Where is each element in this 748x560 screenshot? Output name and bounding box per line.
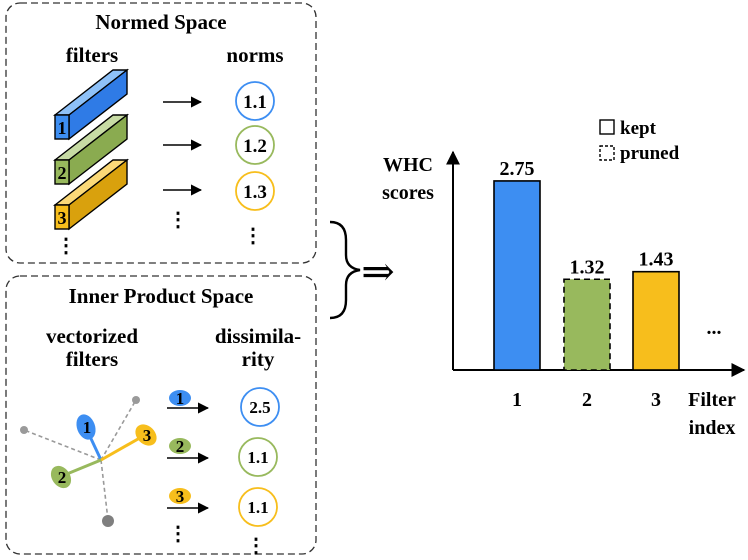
chart-bars: 2.75 1 1.32 2 1.43 3: [493, 158, 680, 411]
x-tick-label-3: 3: [651, 389, 661, 411]
combine-brace: [329, 220, 361, 320]
bar-value-label-2: 1.32: [570, 256, 605, 278]
dissimilarity-label: dissimila-: [215, 324, 301, 348]
norms-label: norms: [226, 43, 283, 67]
norm-value-2: 1.2: [243, 136, 267, 157]
bar-filter-1: [493, 180, 541, 371]
vector-diagram: 1 3 2: [20, 396, 157, 527]
norm-circle-3: [235, 171, 275, 211]
filter-block-3: 3: [52, 158, 130, 231]
vectorized-label: vectorized: [46, 324, 138, 348]
bar-filter-3: [632, 270, 680, 371]
combine-arrow: ⇒: [361, 249, 395, 294]
y-axis-label-line2: scores: [382, 182, 434, 204]
inner-product-space-panel: Inner Product Space vectorized filters d…: [5, 275, 317, 557]
bar-filter-2: [563, 278, 611, 371]
vector-label-2: 2: [58, 468, 67, 487]
arrows-more-ellipsis: ⋮: [168, 209, 188, 231]
dissimilarity-more-ellipsis: ⋮: [246, 535, 266, 557]
row-index-2: 2: [176, 437, 185, 456]
bar-value-label-1: 2.75: [500, 158, 535, 180]
row-index-3: 3: [176, 487, 185, 506]
filter-index-1: 1: [58, 118, 67, 138]
dissimilarity-label-rity: rity: [242, 347, 275, 371]
dissimilarity-value-3: 1.1: [247, 498, 268, 517]
legend-pruned-label: pruned: [620, 143, 680, 164]
dissimilarity-circle-1: [240, 387, 280, 427]
legend-pruned-swatch: [599, 145, 615, 161]
x-axis-label-line1: Filter: [688, 389, 736, 411]
dissimilarity-row-2: 2 1.1: [167, 437, 278, 477]
y-axis-label-line1: WHC: [383, 154, 433, 176]
whc-bar-chart: WHC scores Filter index ... kept pruned …: [382, 118, 746, 439]
dissimilarity-row-1: 1 2.5: [167, 387, 280, 427]
norm-value-1: 1.1: [243, 92, 267, 113]
x-tick-label-1: 1: [512, 389, 522, 411]
norms-more-ellipsis: ⋮: [243, 225, 263, 247]
inner-product-space-title: Inner Product Space: [69, 284, 254, 308]
x-axis-label-line2: index: [689, 417, 736, 439]
normed-space-box: [5, 2, 317, 264]
dissimilarity-value-1: 2.5: [249, 398, 270, 417]
normed-space-panel: Normed Space filters norms 1 2 3 ⋮ ⋮: [5, 2, 317, 264]
dissimilarity-value-2: 1.1: [247, 448, 268, 467]
bar-value-label-3: 1.43: [639, 249, 674, 271]
dissimilarity-circle-2: [238, 437, 278, 477]
norm-circle-1: [235, 81, 275, 121]
legend-kept-swatch: [599, 119, 615, 135]
vectorized-filters-label: filters: [66, 347, 118, 371]
dissimilarity-circle-3: [238, 487, 278, 527]
filters-label: filters: [66, 43, 118, 67]
dissimilarity-row-3: 3 1.1: [167, 487, 278, 527]
inner-product-space-box: [5, 275, 317, 555]
vector-label-3: 3: [143, 426, 152, 445]
filter-block-1: 1: [52, 68, 130, 141]
filters-more-ellipsis: ⋮: [56, 235, 76, 257]
filter-block-2: 2: [52, 113, 130, 186]
legend-kept-label: kept: [620, 118, 657, 139]
x-tick-label-2: 2: [582, 389, 592, 411]
rows-more-ellipsis: ⋮: [168, 523, 188, 545]
norm-value-3: 1.3: [243, 182, 267, 203]
chart-legend: kept pruned: [599, 118, 680, 164]
vector-label-1: 1: [83, 418, 92, 437]
row-index-1: 1: [176, 389, 185, 408]
filter-index-2: 2: [58, 163, 67, 183]
chart-ellipsis: ...: [707, 317, 722, 339]
filter-index-3: 3: [58, 208, 67, 228]
normed-space-title: Normed Space: [95, 10, 226, 34]
norm-circle-2: [235, 125, 275, 165]
